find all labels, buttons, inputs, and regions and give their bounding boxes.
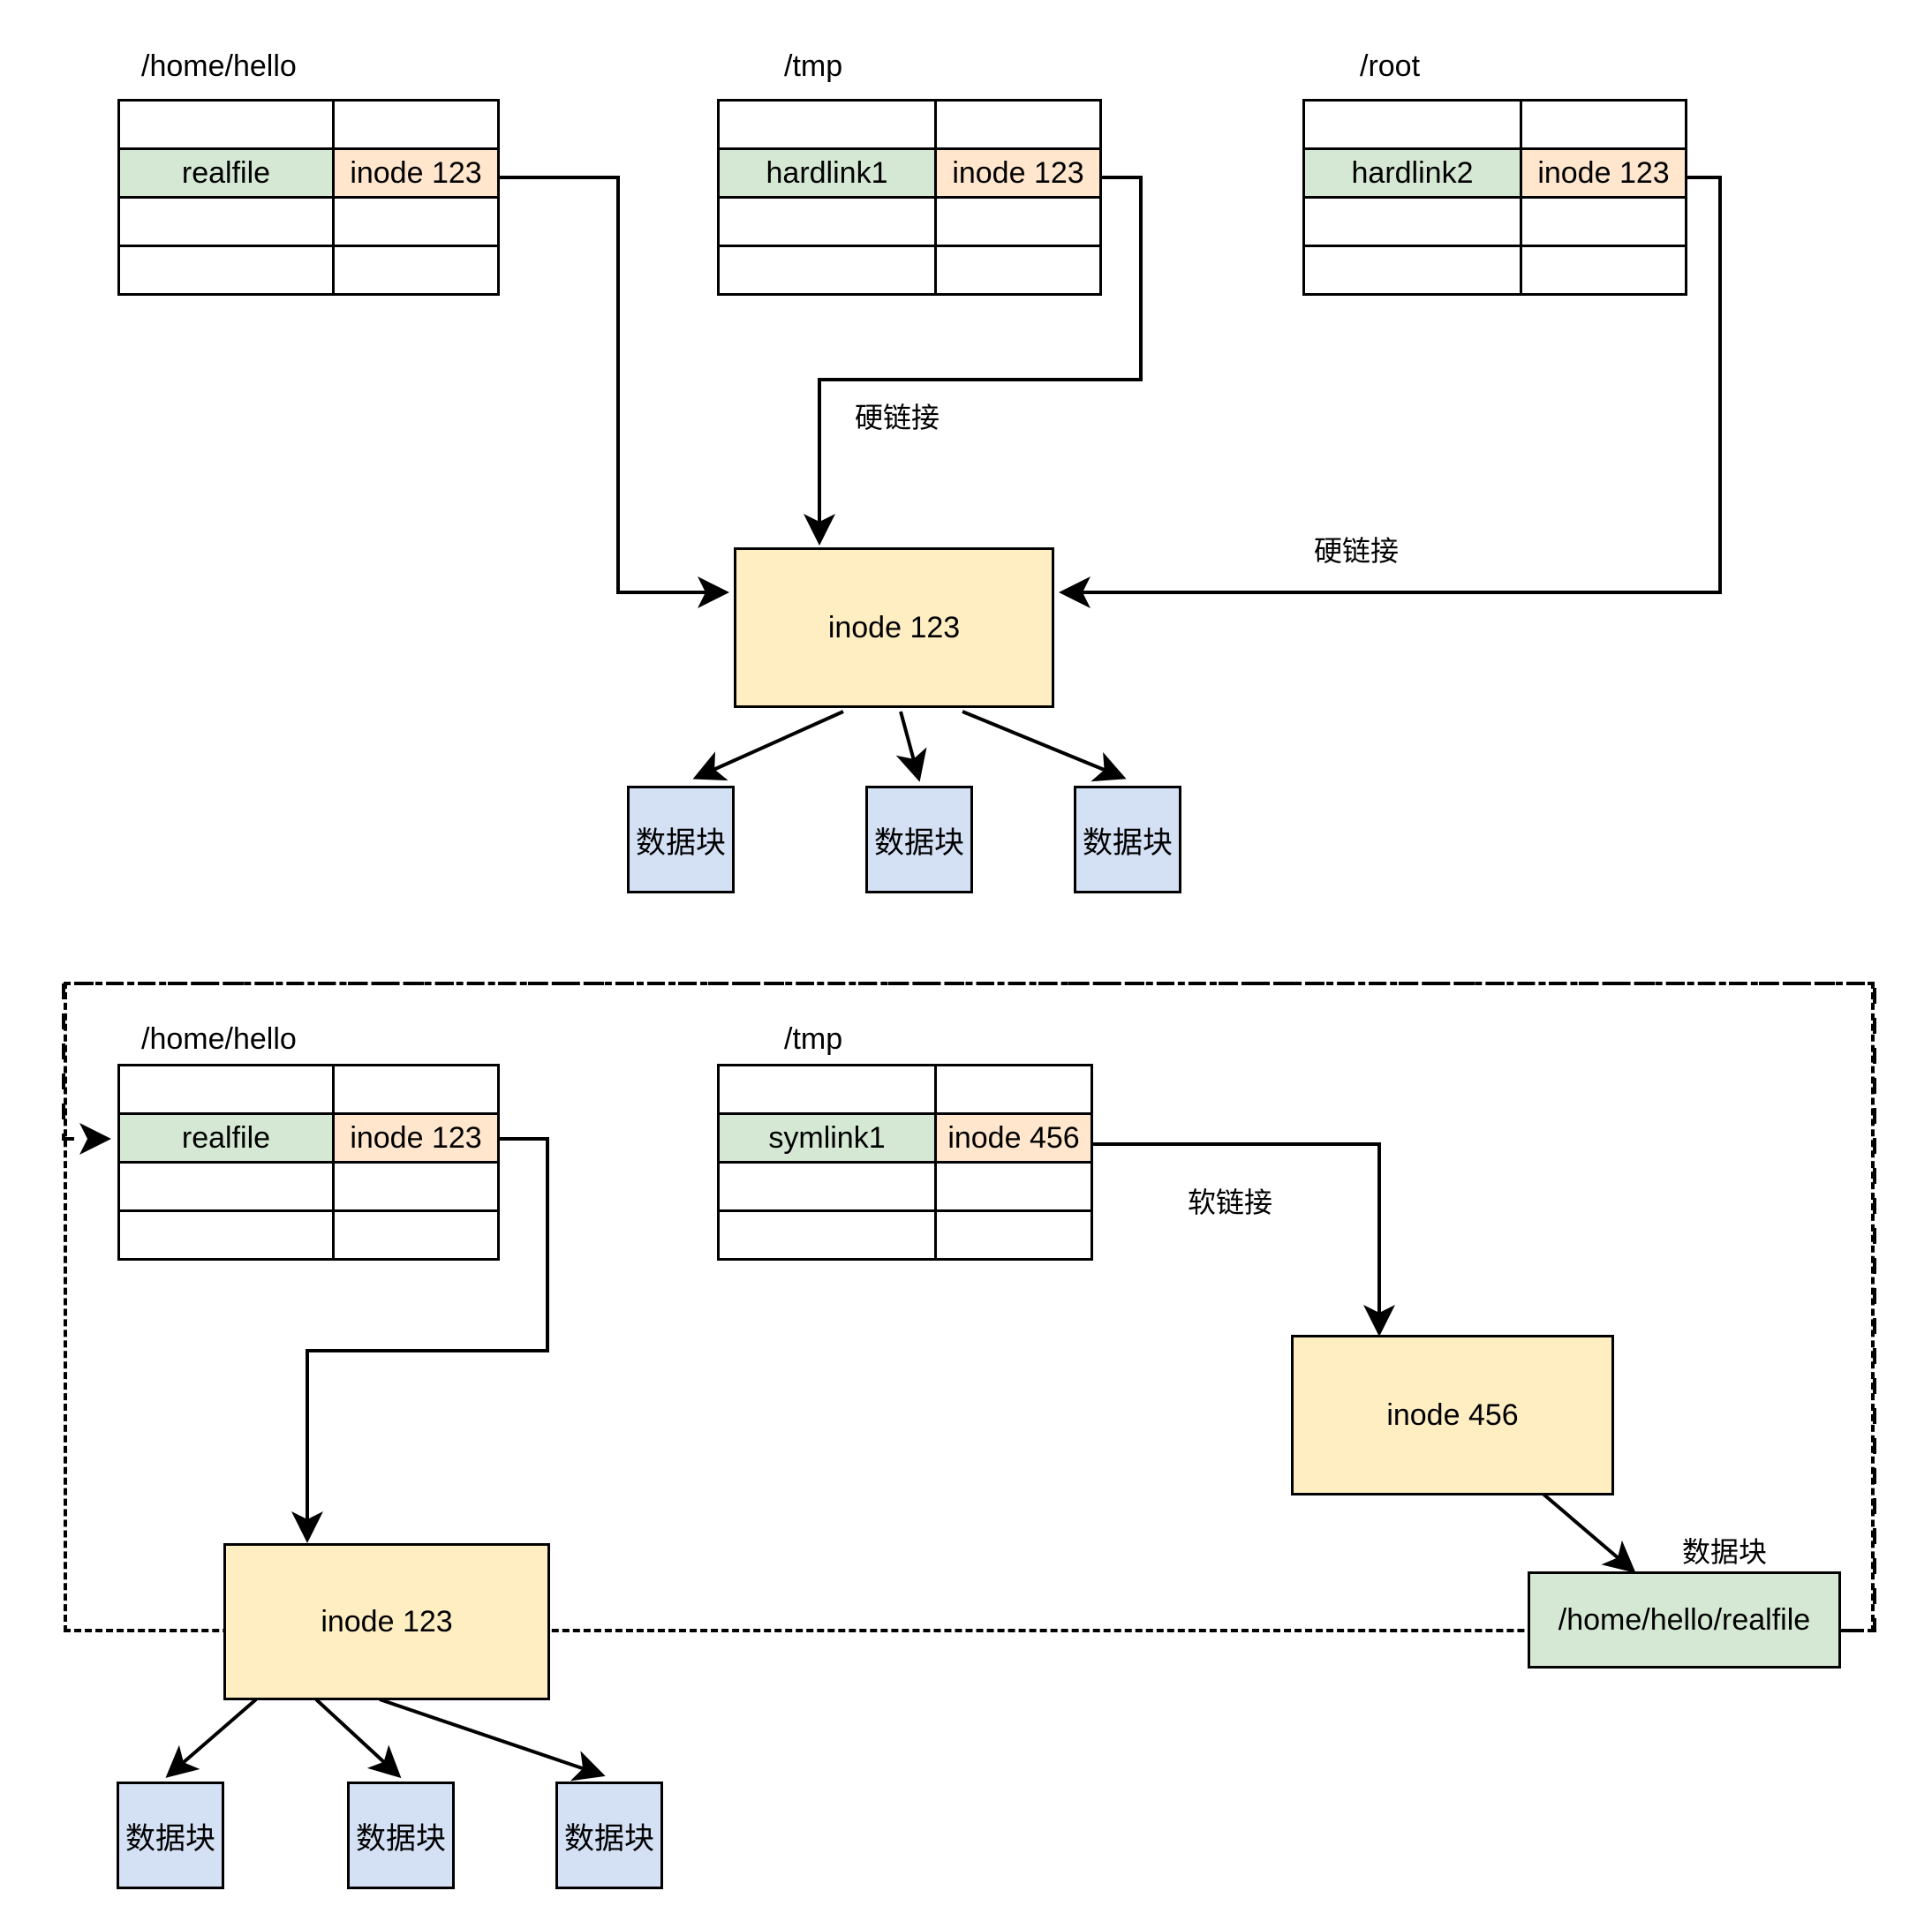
empty-inode-cell — [1520, 245, 1687, 296]
table-row — [117, 99, 500, 150]
empty-inode-cell — [332, 196, 500, 247]
table-row — [717, 245, 1102, 296]
inode-box-456[interactable]: inode 456 — [1291, 1335, 1614, 1495]
empty-name-cell — [717, 1209, 937, 1261]
empty-name-cell — [1302, 245, 1522, 296]
dir-table-tmp-top: hardlink1 inode 123 — [717, 99, 1102, 296]
entry-inode-hardlink2[interactable]: inode 123 — [1520, 147, 1687, 199]
table-row — [117, 1064, 500, 1115]
empty-name-cell — [117, 1161, 335, 1212]
dir-label-home-hello-bottom: /home/hello — [141, 1022, 297, 1056]
data-block-top-3[interactable]: 数据块 — [1074, 786, 1181, 893]
empty-name-cell — [717, 196, 937, 247]
empty-name-cell — [117, 1064, 335, 1115]
data-block-top-1[interactable]: 数据块 — [627, 786, 735, 893]
table-row: symlink1 inode 456 — [717, 1112, 1093, 1164]
empty-inode-cell — [934, 1209, 1093, 1261]
dir-label-tmp-top: /tmp — [784, 49, 843, 83]
entry-inode-hardlink1[interactable]: inode 123 — [934, 147, 1102, 199]
entry-name-realfile[interactable]: realfile — [117, 147, 335, 199]
empty-name-cell — [117, 99, 335, 150]
table-row — [717, 1209, 1093, 1261]
empty-inode-cell — [1520, 196, 1687, 247]
empty-name-cell — [717, 1161, 937, 1212]
table-row — [717, 196, 1102, 247]
dir-label-root-top: /root — [1360, 49, 1421, 83]
table-row: hardlink1 inode 123 — [717, 147, 1102, 199]
table-row: hardlink2 inode 123 — [1302, 147, 1687, 199]
empty-inode-cell — [332, 1064, 500, 1115]
empty-inode-cell — [934, 1161, 1093, 1212]
dir-table-home-hello-bottom: realfile inode 123 — [117, 1064, 500, 1261]
edge-inode123-to-datablocks-bottom — [165, 1698, 606, 1782]
edge-realfile-to-inode123-top — [494, 176, 729, 608]
dir-label-tmp-bottom: /tmp — [784, 1022, 843, 1056]
symlink-resolution-region — [64, 982, 1875, 1632]
edge-label-softlink: 软链接 — [1188, 1186, 1273, 1218]
data-block-bottom-3[interactable]: 数据块 — [555, 1782, 663, 1889]
edge-label-hardlink-from-tmp: 硬链接 — [855, 402, 940, 433]
table-row — [717, 1161, 1093, 1212]
empty-inode-cell — [332, 1209, 500, 1261]
empty-inode-cell — [934, 196, 1102, 247]
empty-inode-cell — [934, 1064, 1093, 1115]
empty-name-cell — [117, 245, 335, 296]
table-row — [717, 99, 1102, 150]
entry-name-hardlink1[interactable]: hardlink1 — [717, 147, 937, 199]
table-row — [1302, 196, 1687, 247]
dir-table-home-hello-top: realfile inode 123 — [117, 99, 500, 296]
table-row: realfile inode 123 — [117, 1112, 500, 1164]
table-row — [117, 245, 500, 296]
empty-name-cell — [717, 245, 937, 296]
edge-label-hardlink-from-root: 硬链接 — [1314, 535, 1400, 567]
entry-inode-realfile-bottom[interactable]: inode 123 — [332, 1112, 500, 1164]
table-row — [117, 1209, 500, 1261]
empty-inode-cell — [332, 245, 500, 296]
dir-table-tmp-bottom: symlink1 inode 456 — [717, 1064, 1093, 1261]
empty-inode-cell — [332, 99, 500, 150]
table-row — [1302, 99, 1687, 150]
empty-inode-cell — [934, 99, 1102, 150]
dir-table-root-top: hardlink2 inode 123 — [1302, 99, 1687, 296]
entry-name-hardlink2[interactable]: hardlink2 — [1302, 147, 1522, 199]
data-block-top-2[interactable]: 数据块 — [865, 786, 973, 893]
table-row — [717, 1064, 1093, 1115]
entry-inode-realfile[interactable]: inode 123 — [332, 147, 500, 199]
empty-inode-cell — [934, 245, 1102, 296]
edge-inode123-to-datablocks-top — [692, 710, 1127, 782]
empty-name-cell — [117, 196, 335, 247]
data-block-bottom-1[interactable]: 数据块 — [117, 1782, 224, 1889]
inode-box-123-bottom[interactable]: inode 123 — [223, 1543, 550, 1700]
symlink-target-path-block[interactable]: /home/hello/realfile — [1528, 1571, 1841, 1669]
table-row: realfile inode 123 — [117, 147, 500, 199]
table-row — [117, 1161, 500, 1212]
edge-label-datablock-symlink-target: 数据块 — [1682, 1536, 1768, 1568]
empty-name-cell — [117, 1209, 335, 1261]
entry-name-symlink1[interactable]: symlink1 — [717, 1112, 937, 1164]
empty-inode-cell — [1520, 99, 1687, 150]
empty-inode-cell — [332, 1161, 500, 1212]
empty-name-cell — [717, 1064, 937, 1115]
empty-name-cell — [1302, 99, 1522, 150]
empty-name-cell — [1302, 196, 1522, 247]
table-row — [117, 196, 500, 247]
data-block-bottom-2[interactable]: 数据块 — [347, 1782, 455, 1889]
entry-name-realfile-bottom[interactable]: realfile — [117, 1112, 335, 1164]
empty-name-cell — [717, 99, 937, 150]
dir-label-home-hello-top: /home/hello — [141, 49, 297, 83]
table-row — [1302, 245, 1687, 296]
inode-box-123-top[interactable]: inode 123 — [734, 547, 1054, 708]
entry-inode-symlink1[interactable]: inode 456 — [934, 1112, 1093, 1164]
